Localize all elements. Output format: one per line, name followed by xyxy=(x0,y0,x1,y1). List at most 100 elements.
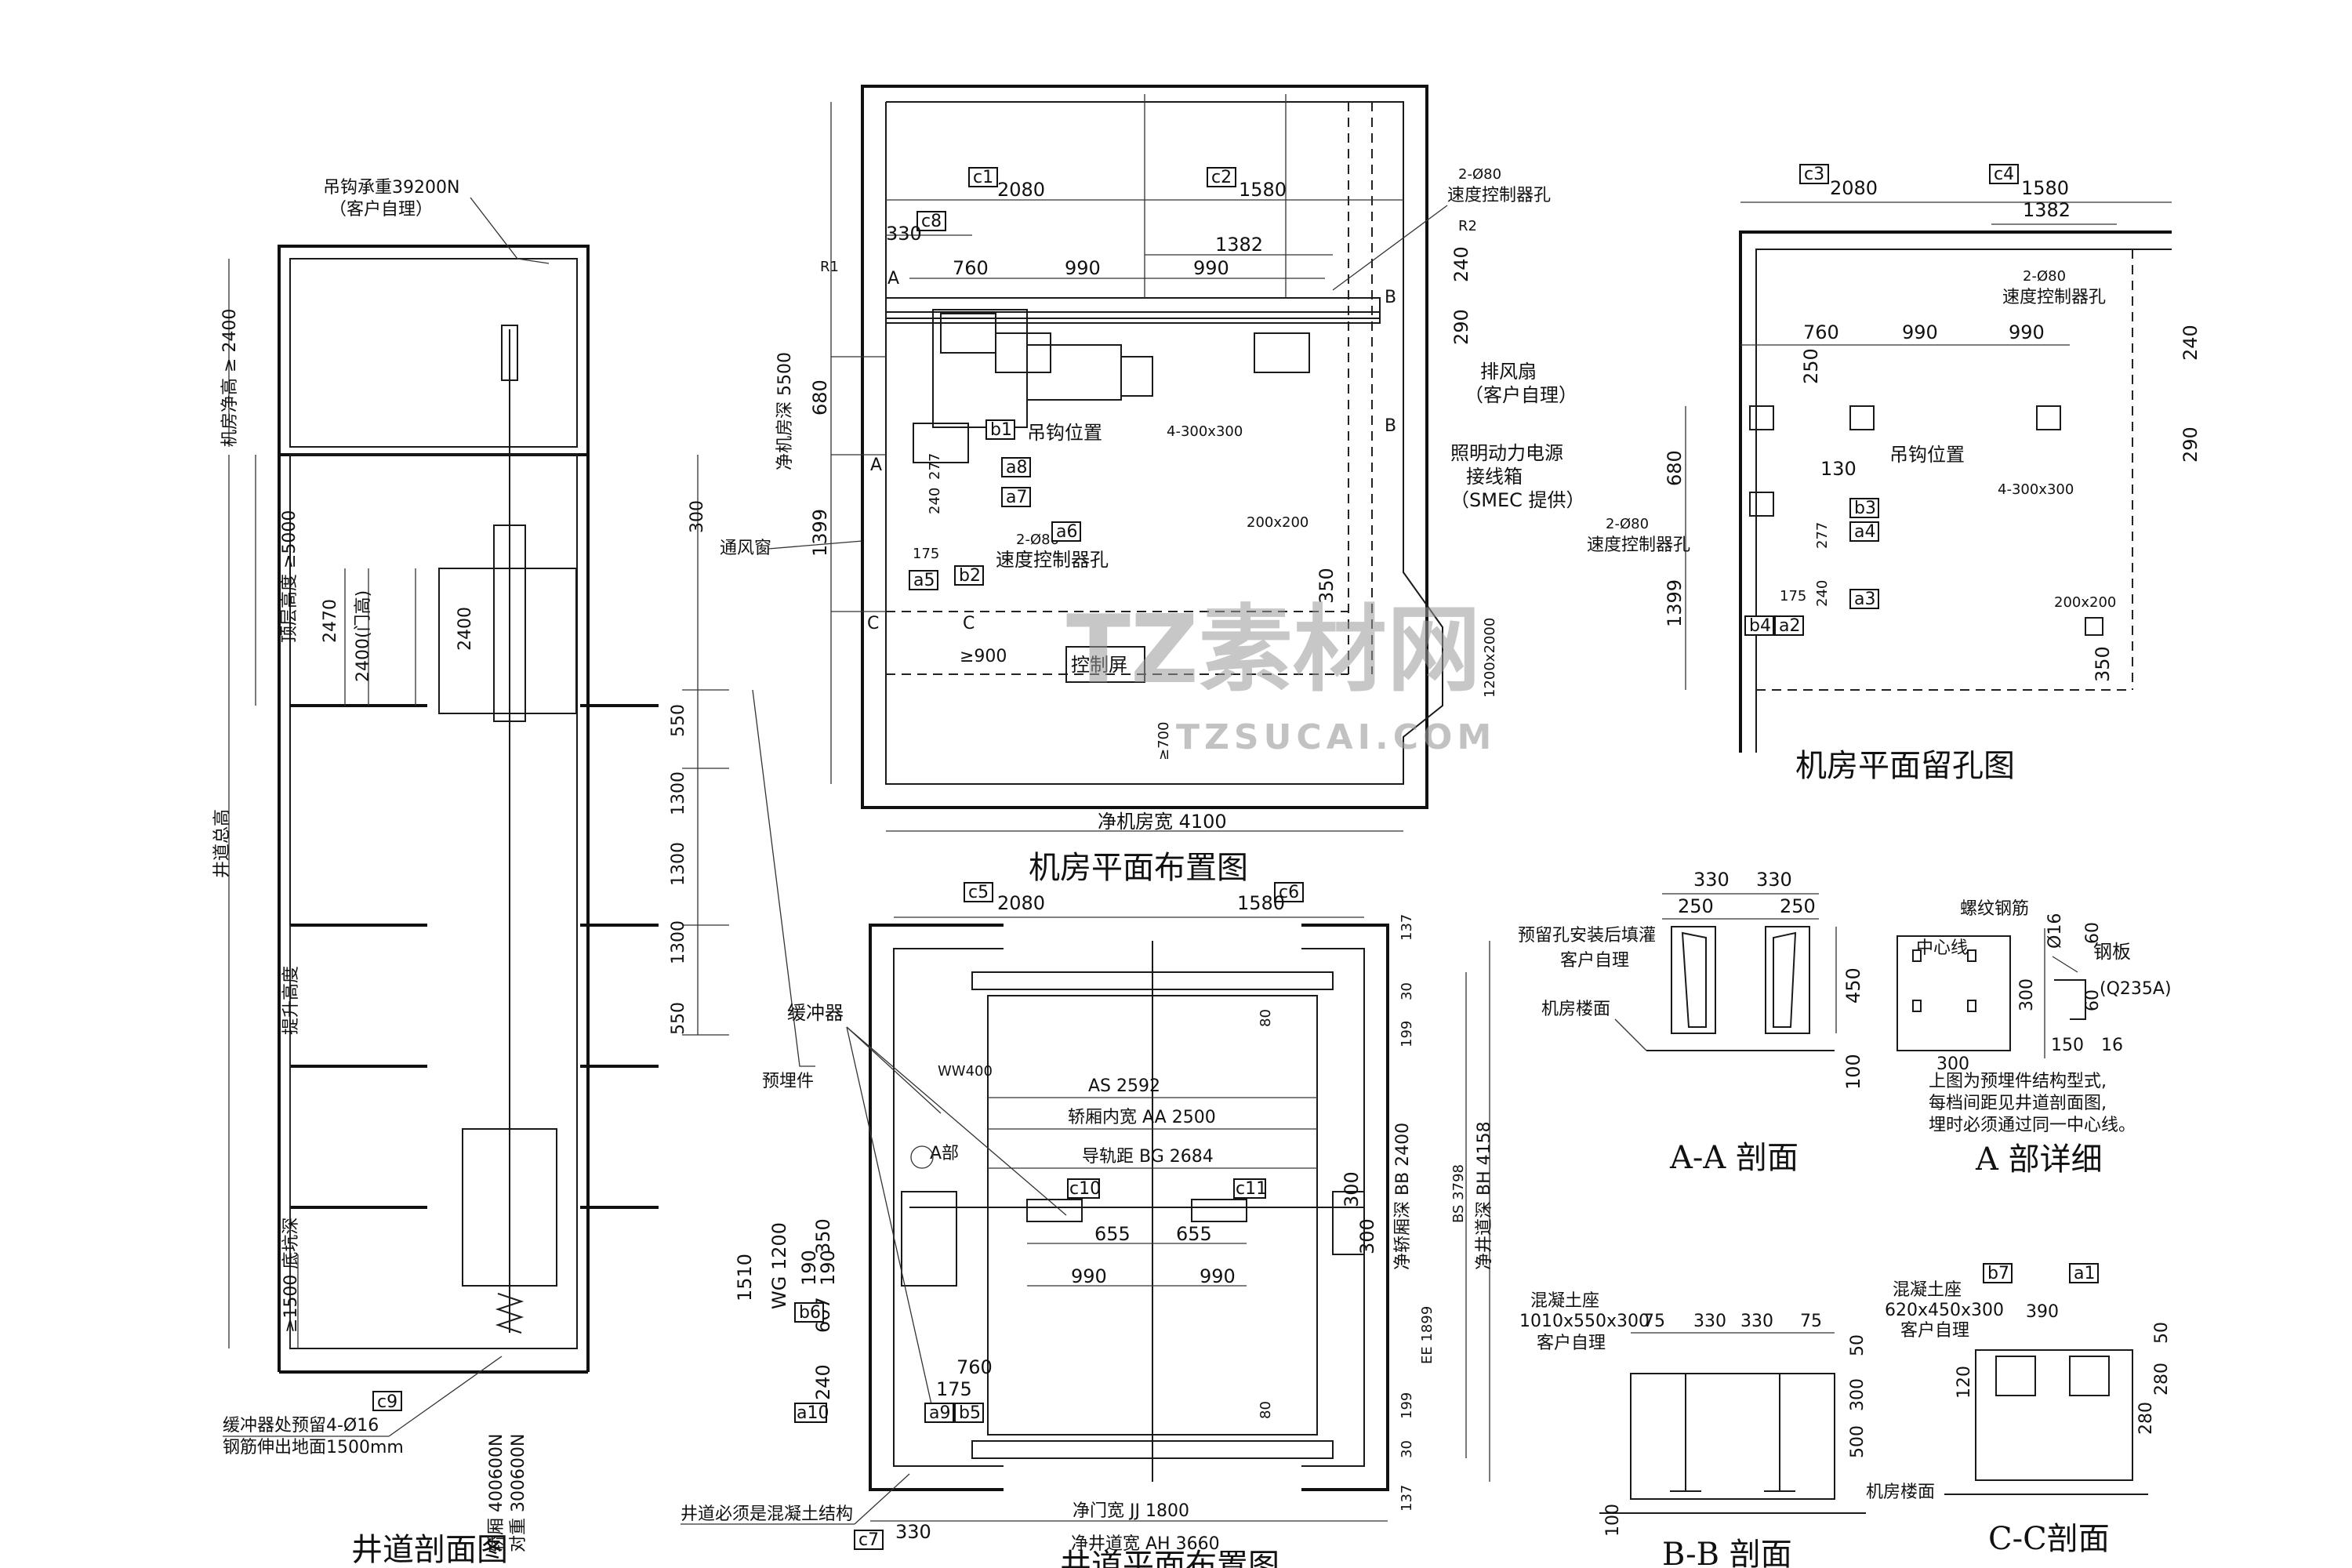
title-shaft-plan: 井道平面布置图 xyxy=(1060,1548,1279,1568)
dim-bb-50: 50 xyxy=(1848,1334,1867,1356)
title-machine-room-holes: 机房平面留孔图 xyxy=(1795,748,2015,784)
watermark-main: TZ素材网 xyxy=(1066,596,1481,705)
tag-c5: c5 xyxy=(964,882,993,902)
label-door-height: 2400(门高) xyxy=(354,590,373,682)
mark-c-left: C xyxy=(867,614,879,633)
dim-bb-75b: 75 xyxy=(1800,1312,1822,1331)
label-mr-speed-gov: 速度控制器孔 xyxy=(1447,186,1551,205)
svg-text:a8: a8 xyxy=(1006,458,1027,477)
tag-a4: a4 xyxy=(1849,521,1879,542)
label-cwt-load: 对重 300600N xyxy=(509,1434,528,1552)
dim-cc-50: 50 xyxy=(2152,1322,2172,1344)
dim-hp-680: 680 xyxy=(1664,450,1686,486)
svg-text:b3: b3 xyxy=(1854,499,1876,518)
dim-sp-760: 760 xyxy=(956,1356,993,1378)
dim-sp-990b: 990 xyxy=(1200,1265,1236,1287)
label-rail: 导轨距 BG 2684 xyxy=(1082,1147,1214,1167)
svg-text:c10: c10 xyxy=(1069,1179,1101,1199)
title-section-aa: A-A 剖面 xyxy=(1669,1140,1798,1176)
dim-sp-190b: 190 xyxy=(817,1250,839,1286)
dim-hp-240b: 240 xyxy=(1814,580,1831,607)
svg-text:c4: c4 xyxy=(1994,165,2014,184)
dim-sp-30a: 30 xyxy=(1399,982,1415,1000)
dim-sp-137a: 137 xyxy=(1399,914,1415,941)
dim-sp-30b: 30 xyxy=(1399,1440,1415,1458)
label-shaft-width: 净井道宽 AH 3660 xyxy=(1071,1534,1220,1554)
label-ee: EE 1899 xyxy=(1419,1306,1436,1364)
dim-aa-250a: 250 xyxy=(1678,895,1714,917)
label-r1: R1 xyxy=(820,259,839,275)
dim-aa-330a: 330 xyxy=(1693,869,1730,891)
label-cc-floor: 机房楼面 xyxy=(1866,1483,1935,1502)
label-mr-1200: 1200x2000 xyxy=(1482,618,1498,698)
dim-300-vent: 300 xyxy=(688,500,707,533)
label-mr-hole4: 4-300x300 xyxy=(1167,423,1243,440)
section-bb: 75 330 330 75 混凝土座 1010x550x300 客户自理 50 … xyxy=(1519,1291,1867,1568)
tag-a10: a10 xyxy=(794,1403,829,1423)
label-wg: WG 1200 xyxy=(768,1222,790,1309)
label-aa-note1: 预留孔安装后填灌 xyxy=(1518,926,1656,946)
dim-sp-190a: 190 xyxy=(798,1250,820,1286)
dim-mr-290: 290 xyxy=(1450,309,1472,345)
tag-a3: a3 xyxy=(1849,589,1879,609)
svg-text:b6: b6 xyxy=(799,1303,821,1323)
label-car-width: 轿厢内宽 AA 2500 xyxy=(1068,1108,1216,1127)
dim-sp-199a: 199 xyxy=(1399,1021,1415,1047)
dim-mr-1399: 1399 xyxy=(809,509,831,557)
svg-text:a3: a3 xyxy=(1854,590,1875,609)
dim-da-60b: 60 xyxy=(2083,989,2103,1011)
dim-mr-990a: 990 xyxy=(1065,257,1101,279)
tag-b2: b2 xyxy=(954,565,984,586)
label-da-note1: 上图为预埋件结构型式, xyxy=(1929,1072,2107,1091)
label-power-3: （SMEC 提供） xyxy=(1450,489,1585,511)
dim-da-16: 16 xyxy=(2101,1036,2123,1055)
label-hp-speed-holes2: 2-Ø80 xyxy=(1606,516,1649,532)
dim-bb-300: 300 xyxy=(1848,1378,1867,1411)
dim-550a: 550 xyxy=(669,704,688,737)
dim-sp-2080: 2080 xyxy=(997,892,1045,914)
dim-sp-175: 175 xyxy=(936,1378,972,1400)
label-cc-note3: 客户自理 xyxy=(1900,1321,1969,1341)
mark-c-right: C xyxy=(963,614,975,633)
label-ge900: ≥900 xyxy=(960,647,1007,666)
tag-a2: a2 xyxy=(1774,615,1804,636)
section-cc: b7 a1 390 混凝土座 620x450x300 客户自理 50 280 1… xyxy=(1866,1263,2172,1557)
dim-sp-990a: 990 xyxy=(1071,1265,1107,1287)
tag-a6: a6 xyxy=(1051,521,1081,542)
label-a-part: A部 xyxy=(930,1144,959,1163)
dim-hp-760: 760 xyxy=(1803,321,1839,343)
dim-mr-175: 175 xyxy=(913,546,939,562)
tag-a5: a5 xyxy=(909,570,938,590)
dim-sp-199b: 199 xyxy=(1399,1392,1415,1419)
label-fan: 排风扇 xyxy=(1480,361,1537,383)
tag-c7: c7 xyxy=(854,1530,884,1550)
label-shaft-depth: 净井道深 BH 4158 xyxy=(1475,1121,1494,1270)
label-hook-load: 吊钩承重39200N xyxy=(323,178,459,198)
svg-text:a7: a7 xyxy=(1006,488,1027,507)
dim-sp-330: 330 xyxy=(895,1521,931,1543)
dim-sp-1580: 1580 xyxy=(1237,892,1285,914)
dim-mr-330: 330 xyxy=(886,223,922,245)
tag-b4: b4 xyxy=(1744,615,1774,636)
dim-mr-240: 240 xyxy=(1450,246,1472,282)
dim-hp-240: 240 xyxy=(2180,325,2201,361)
dim-mr-350: 350 xyxy=(1316,568,1338,604)
label-r2: R2 xyxy=(1458,218,1477,234)
hole-1 xyxy=(940,313,996,354)
label-travel: 提升高度 xyxy=(281,966,301,1035)
tag-b3: b3 xyxy=(1849,498,1879,518)
label-vent: 通风窗 xyxy=(720,539,771,558)
label-da-note3: 埋时必须通过同一中心线。 xyxy=(1929,1116,2136,1135)
title-section-bb: B-B 剖面 xyxy=(1662,1537,1792,1568)
title-detail-a: A 部详细 xyxy=(1975,1142,2103,1178)
tag-a9: a9 xyxy=(924,1403,954,1423)
machine-room-holes: c3 c4 2080 1580 1382 760 990 990 250 130… xyxy=(1587,164,2201,784)
label-mr-hole200: 200x200 xyxy=(1247,514,1308,531)
label-power-1: 照明动力电源 xyxy=(1450,442,1563,464)
dim-sp-300a: 300 xyxy=(1341,1171,1363,1207)
label-hp-speed-holes: 2-Ø80 xyxy=(2023,268,2066,285)
counterweight xyxy=(462,1128,557,1287)
svg-text:c9: c9 xyxy=(377,1392,397,1412)
label-q235: (Q235A) xyxy=(2100,979,2172,999)
